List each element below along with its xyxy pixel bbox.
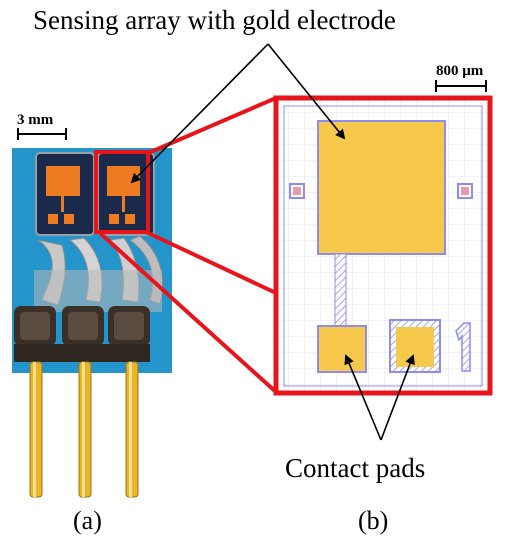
pads-arrows xyxy=(344,354,415,441)
electrode-square-left xyxy=(46,166,80,196)
contact-pads-label: Contact pads xyxy=(285,453,426,483)
contact-pad-right-1 xyxy=(109,214,119,224)
layout-panel xyxy=(273,95,493,396)
panel-a-label: (a) xyxy=(73,506,102,535)
sensor-photo xyxy=(12,148,172,498)
sensor-chip-left xyxy=(35,152,95,236)
contact-pad-1 xyxy=(317,325,367,373)
gold-electrode xyxy=(317,120,446,255)
title-arrows xyxy=(130,43,346,184)
connector-pins xyxy=(29,361,139,498)
connector-block xyxy=(14,306,150,362)
scale-bar-a-label: 3 mm xyxy=(17,112,54,128)
wire-bonds xyxy=(34,235,163,312)
contact-pad-left-1 xyxy=(48,214,58,224)
scale-bar-b xyxy=(435,80,487,92)
figure-title: Sensing array with gold electrode xyxy=(33,5,396,35)
zoom-lines xyxy=(98,96,278,394)
alignment-mark-right xyxy=(457,183,473,199)
scale-bar-b-label: 800 μm xyxy=(436,63,484,79)
contact-pad-left-2 xyxy=(64,214,74,224)
highlight-box xyxy=(94,150,150,234)
electrode-trace xyxy=(334,253,347,327)
electrode-square-right xyxy=(107,166,140,196)
alignment-mark-left xyxy=(289,183,305,199)
sensor-chip-right xyxy=(97,152,155,236)
contact-pad-right-2 xyxy=(125,214,135,224)
orientation-mark xyxy=(455,322,471,372)
panel-b-label: (b) xyxy=(358,506,389,535)
zoom-frame xyxy=(273,95,493,396)
scale-bar-a xyxy=(17,128,67,140)
